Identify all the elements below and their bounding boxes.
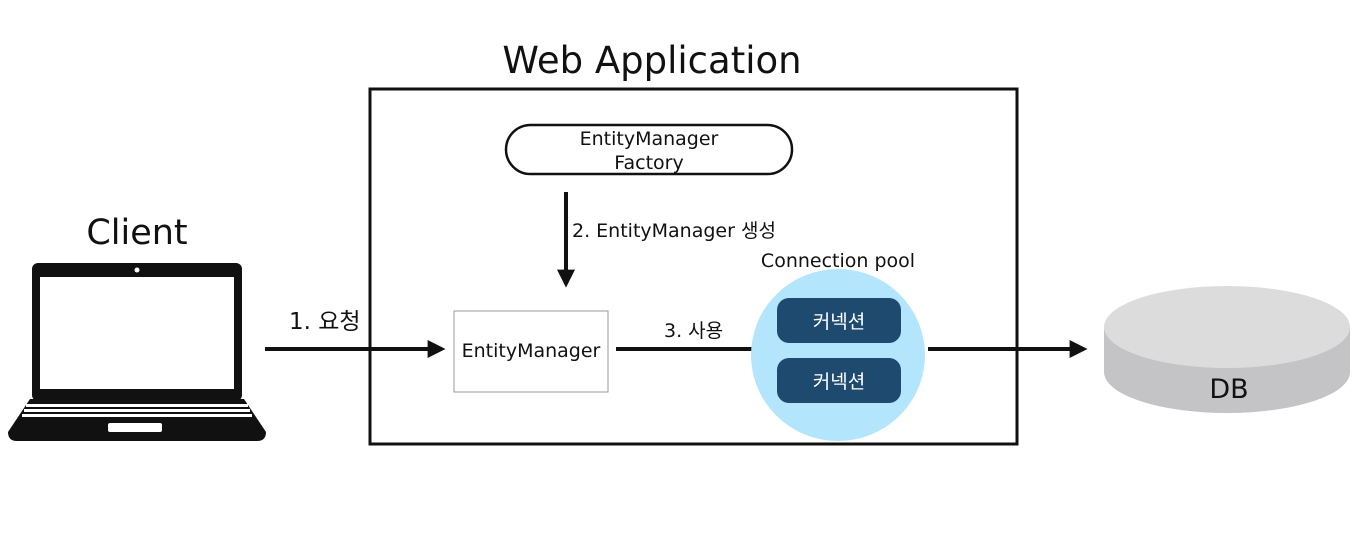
connection-pool-circle <box>751 269 925 441</box>
connection-1-label: 커넥션 <box>813 311 865 333</box>
use-step-label: 3. 사용 <box>664 320 723 342</box>
connection-2 <box>777 358 901 403</box>
connection-2-label: 커넥션 <box>813 371 865 393</box>
create-step-label: 2. EntityManager 생성 <box>572 220 776 242</box>
factory-label-line1: EntityManager <box>580 128 719 150</box>
connection-1 <box>777 298 901 343</box>
connection-pool-label: Connection pool <box>761 250 915 272</box>
diagram-title: Web Application <box>502 39 801 82</box>
request-step-label: 1. 요청 <box>289 309 361 335</box>
database-icon <box>1104 286 1350 413</box>
entity-manager-label: EntityManager <box>462 340 601 362</box>
db-label: DB <box>1209 374 1248 405</box>
client-label: Client <box>86 213 187 253</box>
factory-label-line2: Factory <box>614 152 683 174</box>
entity-manager-box <box>453 310 609 393</box>
entity-manager-factory <box>504 123 794 176</box>
web-application-box <box>368 87 1019 446</box>
laptop-icon <box>8 263 266 441</box>
